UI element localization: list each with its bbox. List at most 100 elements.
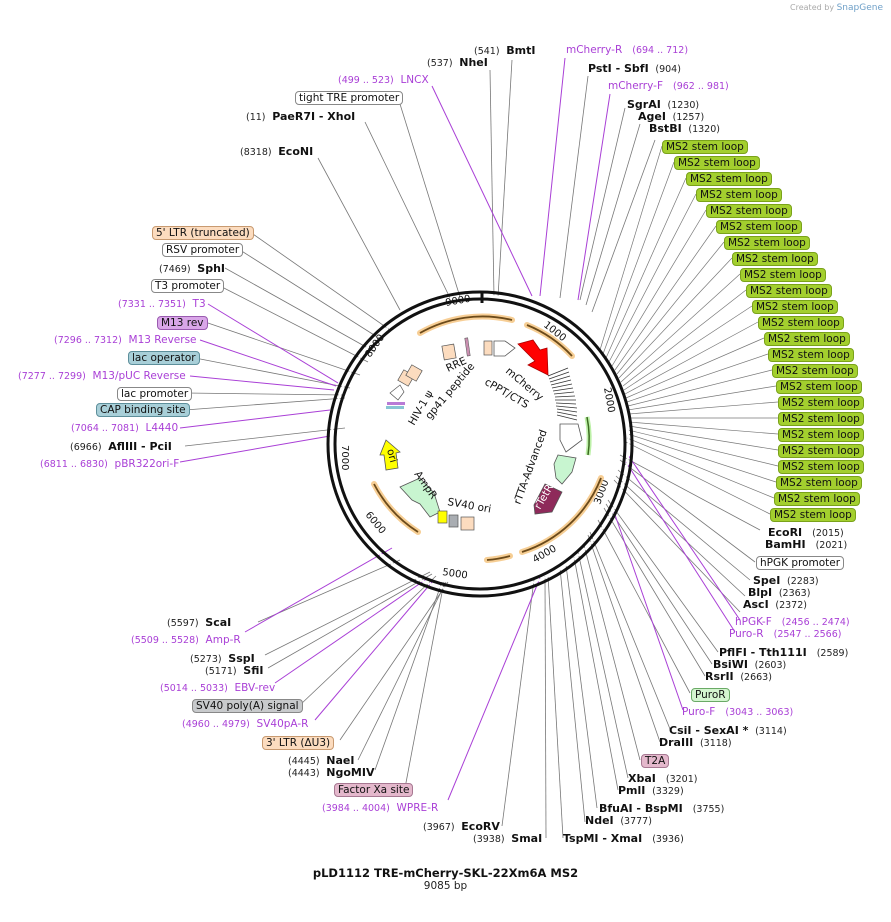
cppt-feature bbox=[483, 340, 493, 356]
enzyme-bsiwi[interactable]: BsiWI (2603) bbox=[713, 658, 787, 671]
enzyme-ecori[interactable]: EcoRI (2015) bbox=[768, 526, 844, 539]
primer-puro-f[interactable]: Puro-F (3043 .. 3063) bbox=[682, 706, 794, 718]
enzyme-spei[interactable]: SpeI (2283) bbox=[753, 574, 819, 587]
feature-tight-tre-promoter[interactable]: tight TRE promoter bbox=[295, 91, 404, 105]
primer-m13-reverse[interactable]: (7296 .. 7312) M13 Reverse bbox=[54, 334, 197, 346]
feature-ms2-stem-loop[interactable]: MS2 stem loop bbox=[768, 348, 854, 362]
primer-puro-r[interactable]: Puro-R (2547 .. 2566) bbox=[729, 628, 842, 640]
feature-ms2-stem-loop[interactable]: MS2 stem loop bbox=[772, 364, 858, 378]
gp41-feature bbox=[464, 337, 471, 357]
mcherry-arrow bbox=[517, 339, 549, 376]
feature-ms2-stem-loop[interactable]: MS2 stem loop bbox=[778, 444, 864, 458]
enzyme-smai[interactable]: (3938) SmaI bbox=[473, 832, 543, 845]
enzyme-agei[interactable]: AgeI (1257) bbox=[638, 110, 705, 123]
primer-mcherry-r[interactable]: mCherry-R (694 .. 712) bbox=[566, 44, 689, 56]
enzyme-nhei[interactable]: (537) NheI bbox=[427, 56, 488, 69]
enzyme-tspmi-xmai[interactable]: TspMI - XmaI (3936) bbox=[563, 832, 684, 845]
feature-m13-rev[interactable]: M13 rev bbox=[157, 316, 208, 330]
svg-text:ori: ori bbox=[384, 448, 399, 464]
primer-hpgk-f[interactable]: hPGK-F (2456 .. 2474) bbox=[735, 616, 850, 628]
enzyme-ndei[interactable]: NdeI (3777) bbox=[585, 814, 652, 827]
enzyme-paer7i-xhoi[interactable]: (11) PaeR7I - XhoI bbox=[246, 110, 356, 123]
primer-lncx[interactable]: (499 .. 523) LNCX bbox=[338, 74, 429, 86]
enzyme-scai[interactable]: (5597) ScaI bbox=[167, 616, 232, 629]
enzyme-afliii-pcii[interactable]: (6966) AflIII - PciI bbox=[70, 440, 172, 453]
enzyme-psti-sbfi[interactable]: PstI - SbfI (904) bbox=[588, 62, 681, 75]
primer-l4440[interactable]: (7064 .. 7081) L4440 bbox=[71, 422, 179, 434]
primer-t3[interactable]: (7331 .. 7351) T3 bbox=[118, 298, 206, 310]
feature-ms2-stem-loop[interactable]: MS2 stem loop bbox=[716, 220, 802, 234]
primer-mcherry-f[interactable]: mCherry-F (962 .. 981) bbox=[608, 80, 729, 92]
enzyme-sgrai[interactable]: SgrAI (1230) bbox=[627, 98, 700, 111]
rtetr-arrow bbox=[533, 483, 563, 515]
puror-arrow bbox=[553, 454, 577, 485]
ampr-arrow bbox=[399, 477, 441, 518]
svg-text:2000: 2000 bbox=[601, 387, 616, 414]
primer-sv40pa-r[interactable]: (4960 .. 4979) SV40pA-R bbox=[182, 718, 309, 730]
feature-ms2-stem-loop[interactable]: MS2 stem loop bbox=[764, 332, 850, 346]
feature-ms2-stem-loop[interactable]: MS2 stem loop bbox=[770, 508, 856, 522]
feature-ms2-stem-loop[interactable]: MS2 stem loop bbox=[776, 380, 862, 394]
enzyme-sfii[interactable]: (5171) SfiI bbox=[205, 664, 264, 677]
backbone-outer-ring bbox=[326, 290, 634, 598]
ori-arrow bbox=[379, 439, 401, 471]
feature-5-ltr-truncated[interactable]: 5' LTR (truncated) bbox=[152, 226, 254, 240]
enzyme-csii-sexai[interactable]: CsiI - SexAI * (3114) bbox=[669, 724, 787, 737]
feature-ms2-stem-loop[interactable]: MS2 stem loop bbox=[778, 428, 864, 442]
feature-cap-binding-site[interactable]: CAP binding site bbox=[96, 403, 190, 417]
feature-puror[interactable]: PuroR bbox=[691, 688, 730, 702]
feature-t3-promoter[interactable]: T3 promoter bbox=[151, 279, 225, 293]
enzyme-bmti[interactable]: (541) BmtI bbox=[474, 44, 536, 57]
feature-lac-promoter[interactable]: lac promoter bbox=[117, 387, 193, 401]
feature-3-ltr-du3[interactable]: 3' LTR (ΔU3) bbox=[262, 736, 335, 750]
feature-hpgk-promoter[interactable]: hPGK promoter bbox=[756, 556, 845, 570]
sv40-polya-feature bbox=[448, 514, 459, 528]
primer-amp-r[interactable]: (5509 .. 5528) Amp-R bbox=[131, 634, 241, 646]
plasmid-length: 9085 bp bbox=[423, 880, 468, 892]
feature-factor-xa-site[interactable]: Factor Xa site bbox=[334, 783, 414, 797]
enzyme-bamhi[interactable]: BamHI (2021) bbox=[765, 538, 848, 551]
enzyme-xbai[interactable]: XbaI (3201) bbox=[628, 772, 698, 785]
feature-ms2-stem-loop[interactable]: MS2 stem loop bbox=[724, 236, 810, 250]
feature-ms2-stem-loop[interactable]: MS2 stem loop bbox=[752, 300, 838, 314]
feature-ms2-stem-loop[interactable]: MS2 stem loop bbox=[778, 396, 864, 410]
enzyme-econi[interactable]: (8318) EcoNI bbox=[240, 145, 314, 158]
enzyme-asci[interactable]: AscI (2372) bbox=[743, 598, 807, 611]
feature-t2a[interactable]: T2A bbox=[641, 754, 670, 768]
enzyme-bfuai-bspmi[interactable]: BfuAI - BspMI (3755) bbox=[599, 802, 725, 815]
feature-ms2-stem-loop[interactable]: MS2 stem loop bbox=[776, 476, 862, 490]
feature-ms2-stem-loop[interactable]: MS2 stem loop bbox=[696, 188, 782, 202]
enzyme-blpi[interactable]: BlpI (2363) bbox=[748, 586, 811, 599]
feature-ms2-stem-loop[interactable]: MS2 stem loop bbox=[686, 172, 772, 186]
enzyme-draiii[interactable]: DraIII (3118) bbox=[659, 736, 732, 749]
feature-ms2-stem-loop[interactable]: MS2 stem loop bbox=[674, 156, 760, 170]
enzyme-naei[interactable]: (4445) NaeI bbox=[288, 754, 355, 767]
enzyme-pmli[interactable]: PmlI (3329) bbox=[618, 784, 684, 797]
enzyme-sspi[interactable]: (5273) SspI bbox=[190, 652, 255, 665]
primer-wpre-r[interactable]: (3984 .. 4004) WPRE-R bbox=[322, 802, 439, 814]
primer-pbr322ori-f[interactable]: (6811 .. 6830) pBR322ori-F bbox=[40, 458, 180, 470]
enzyme-rsrii[interactable]: RsrII (2663) bbox=[705, 670, 772, 683]
feature-ms2-stem-loop[interactable]: MS2 stem loop bbox=[774, 492, 860, 506]
feature-sv40-polya-signal[interactable]: SV40 poly(A) signal bbox=[192, 699, 303, 713]
enzyme-ngomiv[interactable]: (4443) NgoMIV bbox=[288, 766, 375, 779]
feature-ms2-stem-loop[interactable]: MS2 stem loop bbox=[746, 284, 832, 298]
feature-lac-operator[interactable]: lac operator bbox=[128, 351, 200, 365]
enzyme-pflfi-tth111i[interactable]: PflFI - Tth111I (2589) bbox=[719, 646, 849, 659]
feature-ms2-stem-loop[interactable]: MS2 stem loop bbox=[778, 412, 864, 426]
feature-ms2-stem-loop[interactable]: MS2 stem loop bbox=[662, 140, 748, 154]
enzyme-bstbi[interactable]: BstBI (1320) bbox=[649, 122, 720, 135]
feature-ms2-stem-loop[interactable]: MS2 stem loop bbox=[740, 268, 826, 282]
enzyme-sphi[interactable]: (7469) SphI bbox=[159, 262, 226, 275]
feature-rsv-promoter[interactable]: RSV promoter bbox=[162, 243, 244, 257]
feature-ms2-stem-loop[interactable]: MS2 stem loop bbox=[706, 204, 792, 218]
enzyme-ecorv[interactable]: (3967) EcoRV bbox=[423, 820, 500, 833]
feature-ms2-stem-loop[interactable]: MS2 stem loop bbox=[778, 460, 864, 474]
primer-ebv-rev[interactable]: (5014 .. 5033) EBV-rev bbox=[160, 682, 276, 694]
svg-text:SV40 ori: SV40 ori bbox=[446, 496, 492, 515]
feature-ms2-stem-loop[interactable]: MS2 stem loop bbox=[732, 252, 818, 266]
feature-ms2-stem-loop[interactable]: MS2 stem loop bbox=[758, 316, 844, 330]
bla-promoter-feature bbox=[437, 510, 448, 524]
ms2-block bbox=[547, 367, 578, 421]
primer-m13-puc-reverse[interactable]: (7277 .. 7299) M13/pUC Reverse bbox=[18, 370, 186, 382]
